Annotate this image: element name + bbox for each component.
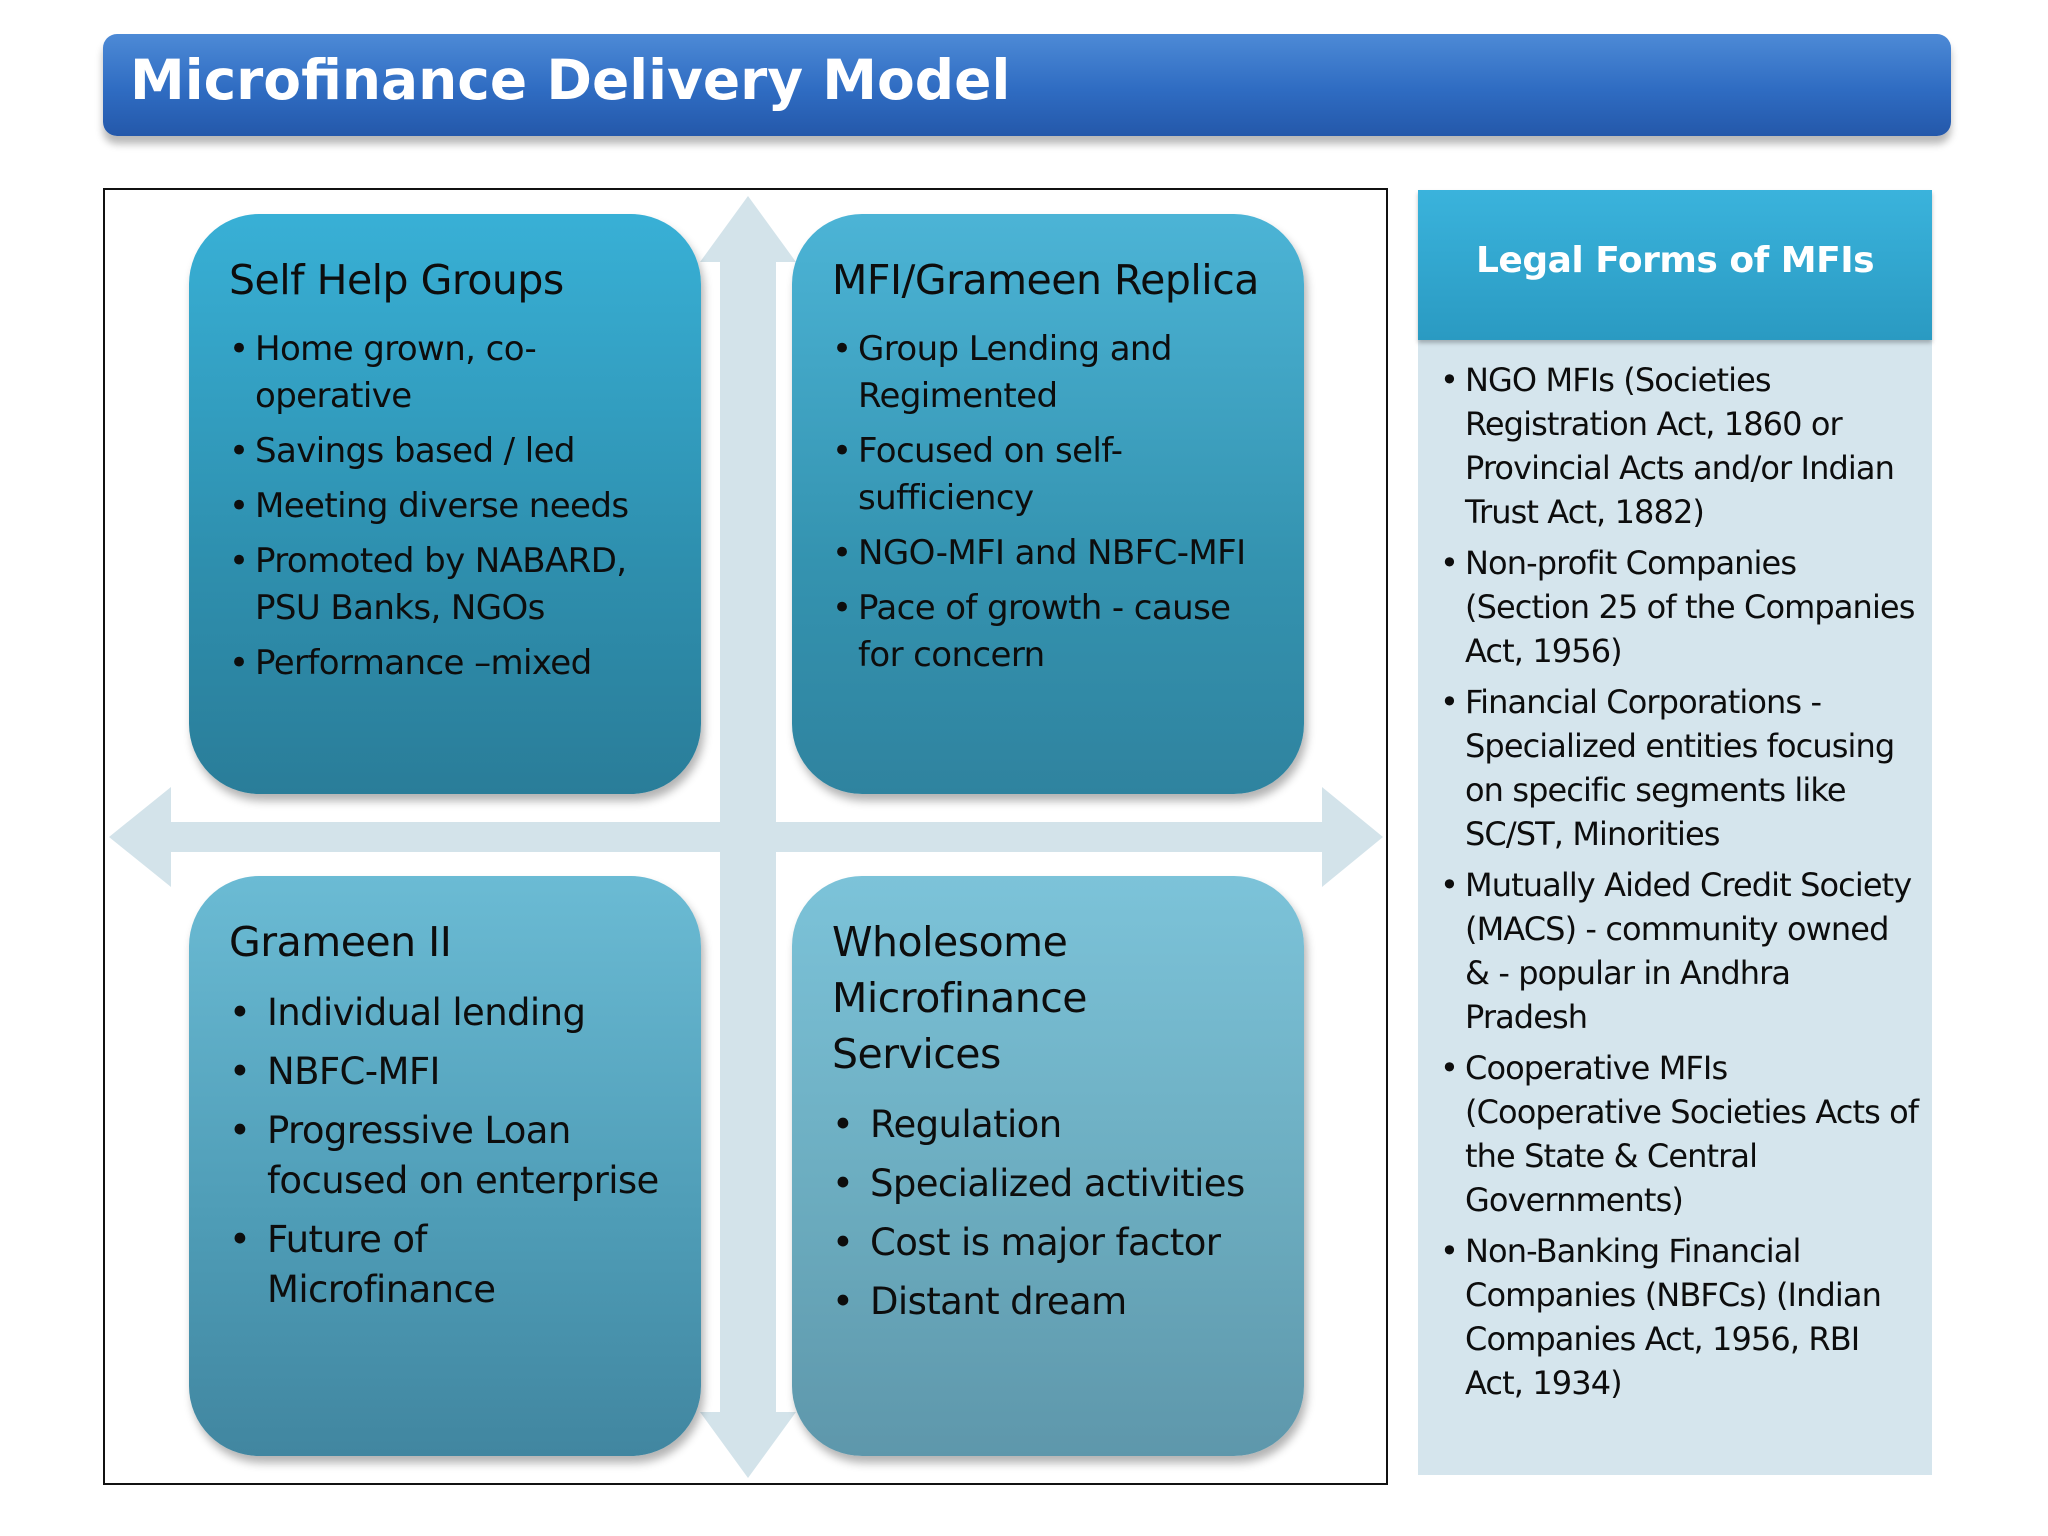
page-title: Microfinance Delivery Model	[130, 48, 1011, 112]
legal-form-item: Mutually Aided Credit Society (MACS) - c…	[1440, 863, 1920, 1039]
bullet-item: Home grown, co-operative	[229, 326, 665, 420]
bullet-item: Cost is major factor	[832, 1218, 1268, 1268]
bullet-item: Group Lending and Regimented	[832, 326, 1268, 420]
title-bar: Microfinance Delivery Model	[103, 34, 1951, 136]
quadrant-self-help-groups: Self Help Groups Home grown, co-operativ…	[189, 214, 701, 794]
quadrant-axes	[109, 196, 1383, 1478]
bullet-item: NBFC-MFI	[229, 1047, 665, 1097]
legal-form-item: Financial Corporations - Specialized ent…	[1440, 680, 1920, 856]
quadrant-bullet-list: Individual lending NBFC-MFI Progressive …	[229, 988, 665, 1315]
quadrant-title: Self Help Groups	[229, 256, 564, 304]
horizontal-double-arrow	[109, 787, 1383, 887]
quadrant-bullet-list: Home grown, co-operative Savings based /…	[229, 326, 665, 687]
quadrant-title: MFI/Grameen Replica	[832, 256, 1259, 304]
legal-form-item: Non-Banking Financial Companies (NBFCs) …	[1440, 1229, 1920, 1405]
quadrant-bullet-list: Group Lending and Regimented Focused on …	[832, 326, 1268, 679]
bullet-item: Progressive Loan focused on enterprise	[229, 1106, 665, 1206]
bullet-item: Performance –mixed	[229, 640, 665, 687]
legal-forms-list: NGO MFIs (Societies Registration Act, 18…	[1440, 358, 1920, 1412]
quadrant-mfi-grameen-replica: MFI/Grameen Replica Group Lending and Re…	[792, 214, 1304, 794]
bullet-item: Future of Microfinance	[229, 1215, 665, 1315]
bullet-item: Promoted by NABARD, PSU Banks, NGOs	[229, 538, 665, 632]
bullet-item: Meeting diverse needs	[229, 483, 665, 530]
quadrant-title: Wholesome Microfinance Services	[832, 918, 1088, 1078]
bullet-item: Pace of growth - cause for concern	[832, 585, 1268, 679]
bullet-item: Distant dream	[832, 1277, 1268, 1327]
legal-form-item: Cooperative MFIs (Cooperative Societies …	[1440, 1046, 1920, 1222]
diagram-frame: Self Help Groups Home grown, co-operativ…	[103, 188, 1388, 1485]
quadrant-bullet-list: Regulation Specialized activities Cost i…	[832, 1100, 1268, 1327]
legal-forms-panel: Legal Forms of MFIs NGO MFIs (Societies …	[1418, 190, 1932, 1475]
quadrant-grameen-ii: Grameen II Individual lending NBFC-MFI P…	[189, 876, 701, 1456]
quadrant-wholesome-microfinance-services: Wholesome Microfinance Services Regulati…	[792, 876, 1304, 1456]
bullet-item: Individual lending	[229, 988, 665, 1038]
bullet-item: NGO-MFI and NBFC-MFI	[832, 530, 1268, 577]
legal-forms-title: Legal Forms of MFIs	[1475, 240, 1875, 281]
bullet-item: Savings based / led	[229, 428, 665, 475]
legal-forms-header: Legal Forms of MFIs	[1418, 190, 1932, 340]
legal-form-item: Non-profit Companies (Section 25 of the …	[1440, 541, 1920, 673]
quadrant-title: Grameen II	[229, 918, 452, 966]
bullet-item: Regulation	[832, 1100, 1268, 1150]
bullet-item: Focused on self-sufficiency	[832, 428, 1268, 522]
bullet-item: Specialized activities	[832, 1159, 1268, 1209]
legal-form-item: NGO MFIs (Societies Registration Act, 18…	[1440, 358, 1920, 534]
